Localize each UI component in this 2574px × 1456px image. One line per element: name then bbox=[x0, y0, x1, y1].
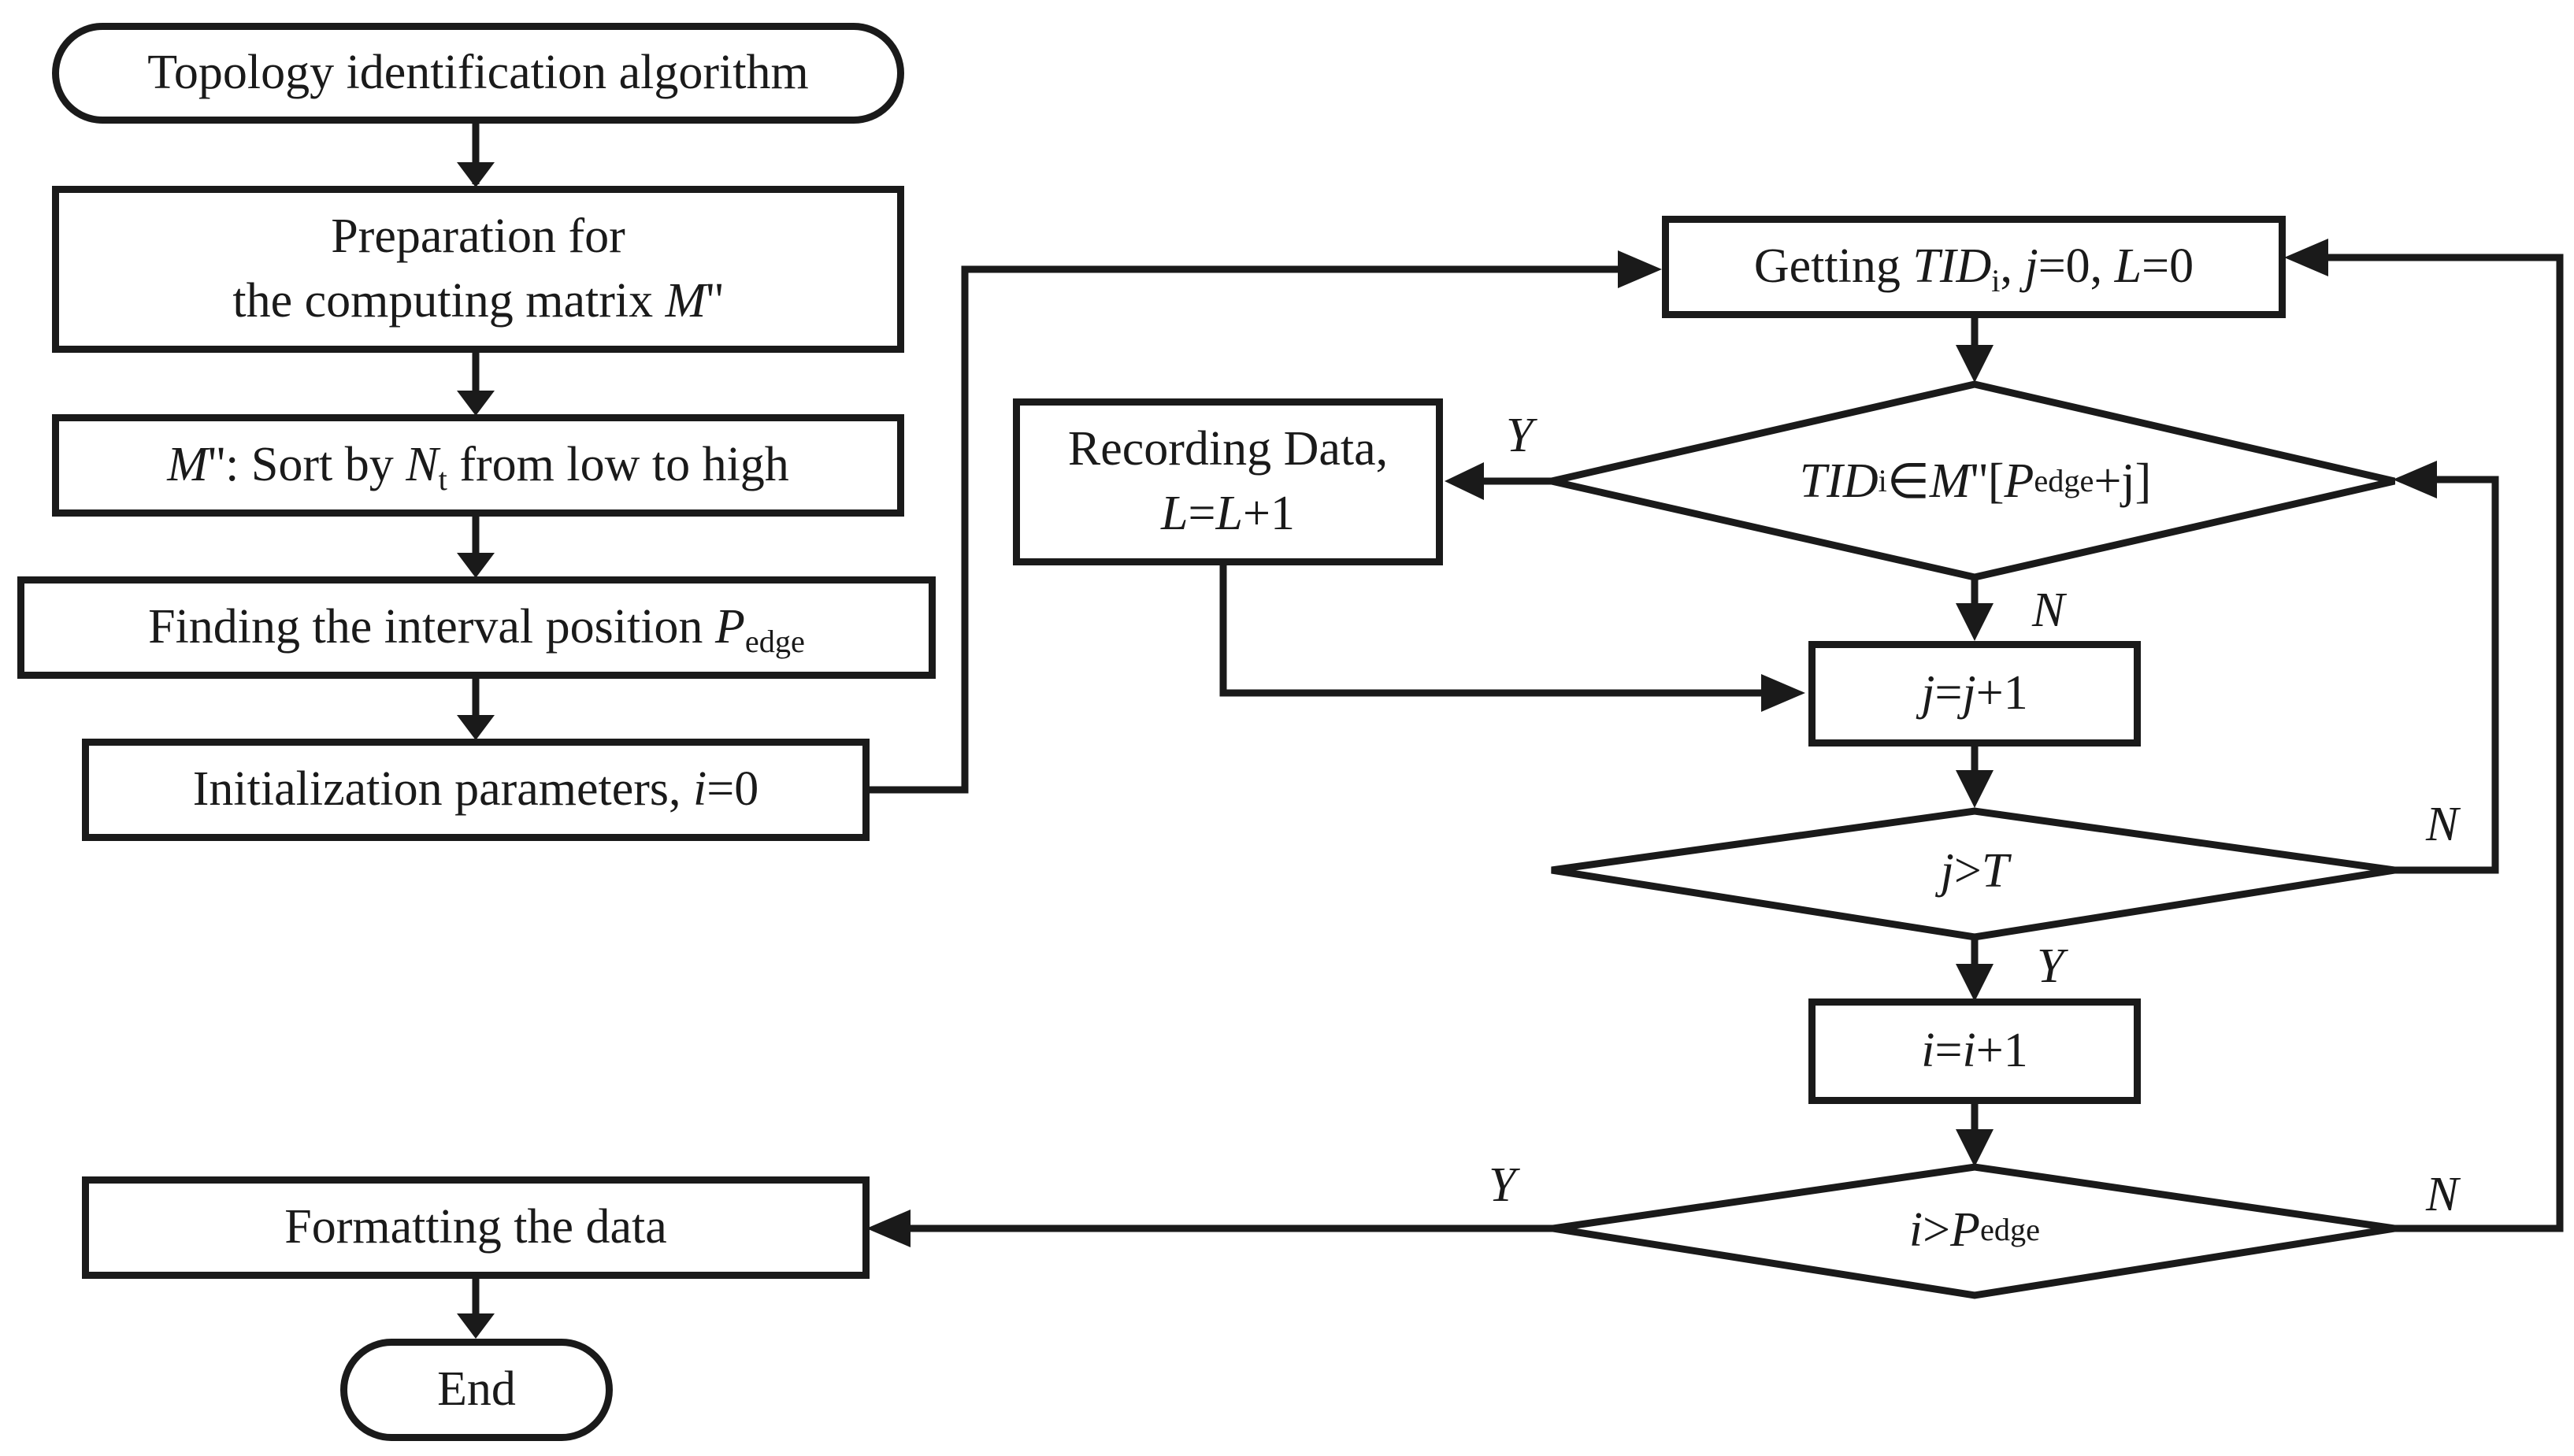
start-terminal: Topology identification algorithm bbox=[52, 23, 904, 124]
arrowhead bbox=[1956, 770, 1994, 808]
j-greater-t-condition-text: j>T bbox=[1940, 843, 2009, 898]
arrowhead bbox=[457, 553, 495, 578]
label-cond1-no: N bbox=[2032, 584, 2065, 637]
init-box: Initialization parameters, i=0 bbox=[82, 739, 870, 841]
arrowhead bbox=[1956, 964, 1994, 1002]
arrowhead bbox=[457, 1313, 495, 1339]
label-cond2-no: N bbox=[2426, 798, 2459, 851]
recording-data-box: Recording Data, L=L+1 bbox=[1013, 398, 1443, 565]
recording-line-1: Recording Data, bbox=[1067, 422, 1389, 476]
decision-diamond-i-greater-pedge bbox=[1552, 1163, 2395, 1299]
increment-i-text: i=i+1 bbox=[1921, 1024, 2028, 1078]
sort-box-text: M'': Sort by Nt from low to high bbox=[167, 438, 789, 498]
increment-j-text: j=j+1 bbox=[1921, 666, 2028, 721]
arrow-record-to-incj bbox=[1219, 562, 1780, 697]
preparation-line-2: the computing matrix M'' bbox=[232, 274, 724, 328]
find-interval-box: Finding the interval position Pedge bbox=[17, 576, 936, 679]
arrowhead bbox=[1761, 674, 1805, 712]
arrowhead bbox=[2284, 239, 2328, 276]
formatting-data-box: Formatting the data bbox=[82, 1176, 870, 1279]
preparation-box: Preparation for the computing matrix M'' bbox=[52, 186, 904, 353]
increment-i-box: i=i+1 bbox=[1808, 998, 2141, 1104]
arrow-init-to-getting bbox=[870, 265, 1637, 794]
label-cond3-yes: Y bbox=[1489, 1158, 1516, 1212]
arrowhead bbox=[1445, 462, 1484, 500]
end-terminal: End bbox=[340, 1339, 613, 1441]
label-cond3-no: N bbox=[2426, 1168, 2459, 1221]
label-cond2-yes: Y bbox=[2037, 939, 2064, 993]
getting-tid-text: Getting TIDi, j=0, L=0 bbox=[1753, 239, 2194, 299]
increment-j-box: j=j+1 bbox=[1808, 641, 2141, 747]
arrowhead bbox=[457, 715, 495, 740]
arrowhead bbox=[1956, 1129, 1994, 1167]
arrowhead bbox=[866, 1210, 911, 1247]
arrowhead bbox=[457, 162, 495, 187]
arrowhead bbox=[1618, 250, 1662, 288]
formatting-data-text: Formatting the data bbox=[284, 1200, 667, 1254]
find-interval-text: Finding the interval position Pedge bbox=[148, 600, 805, 660]
arrow-cond2-no-to-cond1 bbox=[2393, 476, 2499, 874]
decision-diamond-membership bbox=[1550, 380, 2396, 581]
init-box-text: Initialization parameters, i=0 bbox=[192, 762, 759, 817]
preparation-line-1: Preparation for bbox=[331, 209, 625, 264]
end-terminal-text: End bbox=[437, 1362, 516, 1417]
label-cond1-yes: Y bbox=[1506, 409, 1534, 462]
start-terminal-text: Topology identification algorithm bbox=[147, 46, 809, 100]
arrowhead bbox=[1956, 345, 1994, 383]
recording-line-2: L=L+1 bbox=[1161, 487, 1295, 540]
getting-tid-box: Getting TIDi, j=0, L=0 bbox=[1662, 216, 2286, 318]
arrow-cond3-no-to-getting bbox=[2316, 254, 2564, 1232]
decision-diamond-j-greater-t bbox=[1551, 807, 2395, 941]
arrowhead bbox=[2393, 461, 2437, 498]
sort-box: M'': Sort by Nt from low to high bbox=[52, 414, 904, 517]
arrowhead bbox=[457, 391, 495, 416]
arrowhead bbox=[1956, 603, 1994, 641]
